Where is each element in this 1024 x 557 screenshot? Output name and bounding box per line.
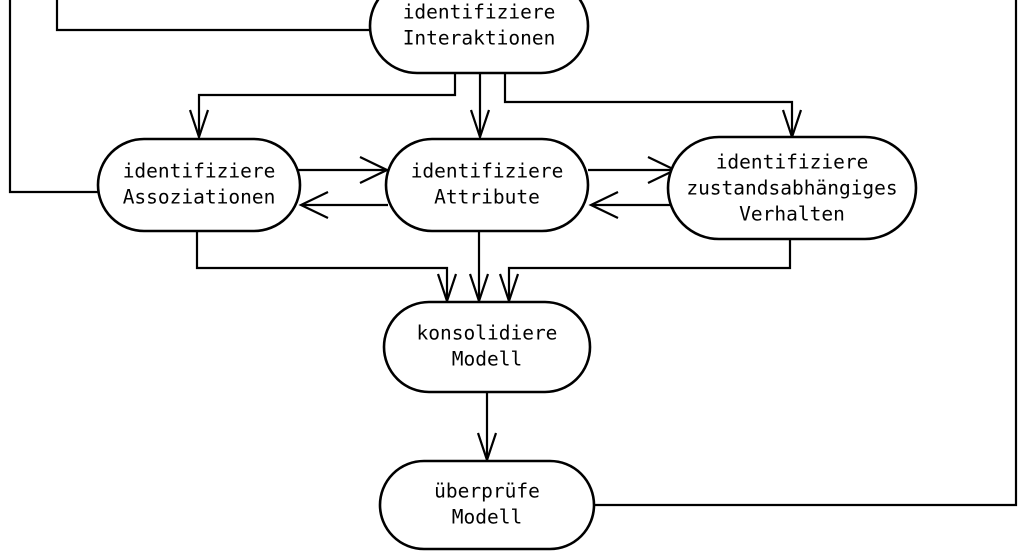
node-konsolidiere-modell[interactable]: konsolidiere Modell [382, 300, 592, 394]
node-ueberpruefe-modell[interactable]: überprüfe Modell [378, 459, 596, 551]
node-shape-verhalten [666, 135, 918, 241]
node-label-interaktionen-line2: Interaktionen [403, 27, 556, 50]
node-label-assoziationen-line2: Assoziationen [123, 186, 276, 209]
node-shape-ueberpruefe [378, 459, 596, 551]
connector-interaktionen-to-verhalten [503, 73, 794, 136]
node-label-verhalten-line2: zustandsabhängiges [686, 177, 897, 200]
node-shape-attribute [384, 137, 590, 233]
connectors-layer [8, 0, 1018, 507]
connector-offscreen-left-to-assoziationen [8, 0, 100, 194]
node-shape-konsolidiere [382, 300, 592, 394]
node-identifiziere-assoziationen[interactable]: identifiziere Assoziationen [96, 137, 302, 233]
connector-interaktionen-to-assoziationen [197, 73, 457, 136]
node-identifiziere-interaktionen[interactable]: identifiziere Interaktionen [368, 0, 590, 75]
node-label-interaktionen-line1: identifiziere [403, 1, 556, 24]
node-label-assoziationen-line1: identifiziere [123, 160, 276, 183]
node-identifiziere-attribute[interactable]: identifiziere Attribute [384, 137, 590, 233]
node-shape-assoziationen [96, 137, 302, 233]
arrowhead-interaktionen-to-attribute [469, 109, 491, 141]
node-shape-interaktionen [368, 0, 590, 75]
node-label-konsolidiere-line2: Modell [452, 348, 522, 371]
node-label-verhalten-line3: Verhalten [739, 203, 845, 226]
connector-assoziationen-to-konsolidiere [195, 232, 449, 299]
connector-interaktionen-feedback-left [55, 0, 370, 32]
node-label-ueberpruefe-line2: Modell [452, 506, 522, 529]
nodes-layer: identifiziere Interaktionen identifizier… [96, 0, 918, 551]
connector-verhalten-to-konsolidiere [507, 238, 792, 299]
node-identifiziere-zustandsabhaengiges-verhalten[interactable]: identifiziere zustandsabhängiges Verhalt… [666, 135, 918, 241]
node-label-attribute-line1: identifiziere [411, 160, 564, 183]
connector-ueberpruefe-feedback-right [592, 0, 1018, 507]
node-label-verhalten-line1: identifiziere [716, 151, 869, 174]
arrowhead-interaktionen-to-assoziationen [188, 109, 210, 141]
node-label-ueberpruefe-line1: überprüfe [434, 480, 540, 503]
node-label-konsolidiere-line1: konsolidiere [417, 322, 558, 345]
arrowhead-verhalten-to-attribute [588, 191, 619, 219]
arrowhead-attribute-to-assoziationen [298, 191, 329, 219]
node-label-attribute-line2: Attribute [434, 186, 540, 209]
